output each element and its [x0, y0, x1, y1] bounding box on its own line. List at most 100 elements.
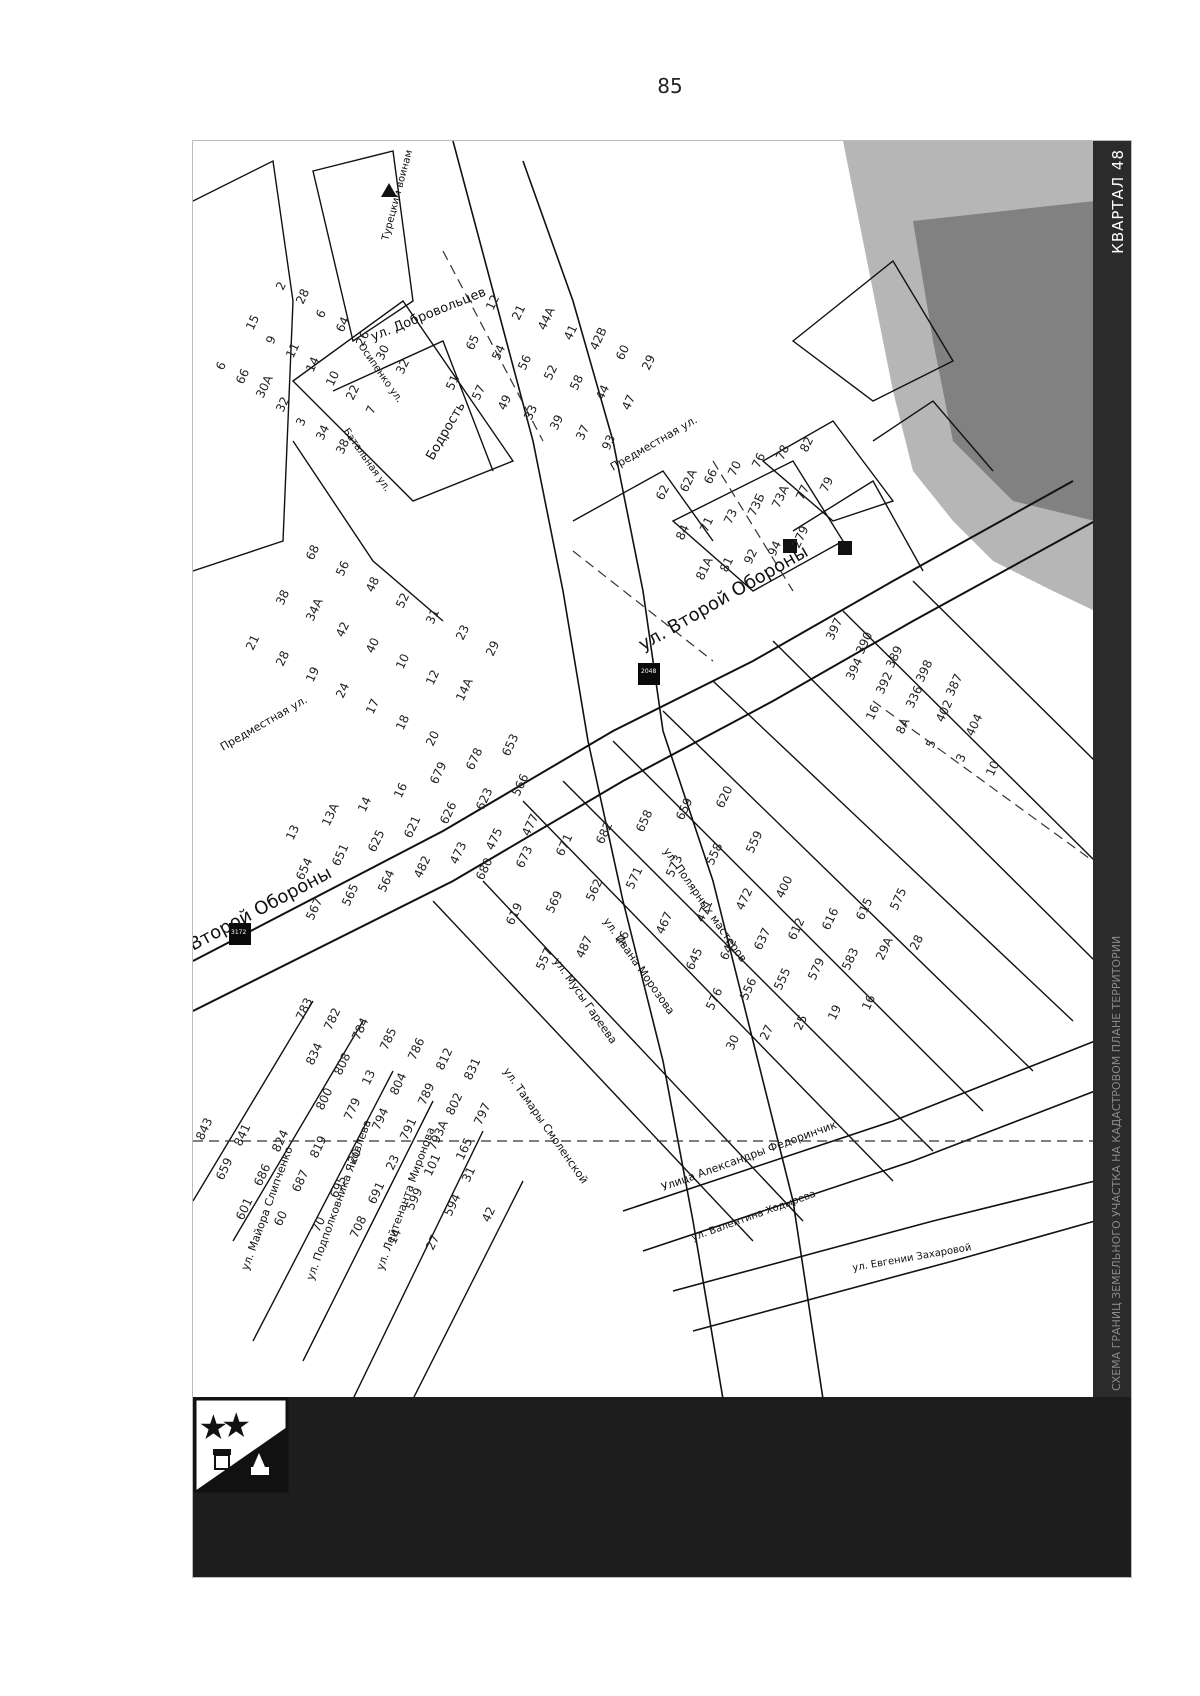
house-number-label: 18 [393, 713, 412, 733]
house-number-label: 679 [427, 760, 449, 787]
house-number-label: 558 [703, 841, 725, 868]
house-number-label: 37 [573, 423, 592, 443]
house-number-label: 28 [907, 933, 926, 953]
house-number-label: 682 [593, 820, 615, 847]
house-number-label: 66 [701, 467, 720, 487]
house-number-label: 789 [415, 1081, 437, 1108]
monument-icon [381, 183, 397, 197]
house-number-label: 29 [483, 639, 502, 659]
house-number-label: 783 [293, 996, 315, 1023]
house-number-label: 15 [243, 313, 262, 333]
house-number-label: 621 [401, 814, 423, 841]
street-label-tamary-smolenskoy: ул. Тамары Смоленской [501, 1065, 591, 1186]
footer-band [193, 1397, 1131, 1577]
house-number-label: 831 [461, 1056, 483, 1083]
house-number-label: 616 [819, 906, 841, 933]
house-number-label: 467 [653, 910, 675, 937]
house-number-label: 42В [587, 325, 610, 352]
house-number-label: 54 [489, 343, 508, 363]
house-number-label: 32 [273, 395, 292, 415]
house-number-label: 44А [535, 304, 558, 332]
marker-2048-label: 2048 [641, 668, 656, 675]
house-number-label: 392 [873, 670, 895, 697]
house-number-label: 19 [825, 1003, 844, 1023]
house-number-label: 73А [769, 482, 792, 510]
house-number-label: 32 [393, 357, 412, 377]
house-number-label: 26 [353, 329, 372, 349]
house-number-label: 658 [633, 808, 655, 835]
house-number-label: 389 [883, 644, 905, 671]
house-number-label: 27 [423, 1233, 442, 1253]
house-number-label: 16 [859, 993, 878, 1013]
street-label-evgenii-zaharovoi: ул. Евгении Захаровой [852, 1242, 973, 1274]
house-number-label: 620 [713, 784, 735, 811]
house-number-label: 60 [613, 343, 632, 363]
house-number-label: 38 [273, 588, 292, 608]
house-number-label: 30 [723, 1033, 742, 1053]
house-number-label: 786 [405, 1036, 427, 1063]
house-number-label: 653 [499, 732, 521, 759]
house-number-label: 13А [319, 800, 342, 828]
house-number-label: 62 [653, 483, 672, 503]
house-number-label: 566 [509, 772, 531, 799]
house-number-label: 76 [749, 451, 768, 471]
house-number-label: 9 [263, 333, 279, 346]
house-number-label: 10 [393, 652, 412, 672]
house-number-label: 30А [253, 372, 276, 400]
house-number-label: 57 [469, 383, 488, 403]
house-number-label: 20 [423, 729, 442, 749]
house-number-label: 68 [303, 543, 322, 563]
house-number-label: 16 [863, 703, 882, 723]
house-number-label: 659 [213, 1156, 235, 1183]
quarter-title: КВАРТАЛ 48 [1109, 149, 1127, 254]
house-number-label: 12 [423, 668, 442, 688]
house-number-label: 56 [333, 559, 352, 579]
house-number-label: 82 [797, 435, 816, 455]
house-number-label: 812 [433, 1046, 455, 1073]
house-number-label: 784 [349, 1016, 371, 1043]
house-number-label: 42 [479, 1205, 498, 1225]
house-number-label: 387 [943, 672, 965, 699]
house-number-label: 10 [323, 369, 342, 389]
house-number-label: 92 [741, 547, 760, 567]
house-number-label: 472 [733, 886, 755, 913]
house-number-label: 77 [793, 483, 812, 503]
house-number-label: 475 [483, 826, 505, 853]
house-number-label: 14А [453, 675, 476, 703]
house-number-label: 31 [459, 1165, 478, 1185]
house-number-label: 60 [271, 1209, 290, 1229]
house-number-label: 336 [903, 684, 925, 711]
house-number-label: 70 [725, 459, 744, 479]
house-number-label: 782 [321, 1006, 343, 1033]
house-number-label: 71 [697, 515, 716, 535]
house-number-label: 73 [721, 507, 740, 527]
house-number-label: 398 [913, 658, 935, 685]
house-number-label: 48 [363, 575, 382, 595]
house-number-label: 20 [345, 1147, 364, 1167]
house-number-label: 33 [521, 403, 540, 423]
house-number-label: 14 [303, 355, 322, 375]
street-label-bodrost: Бодрость [423, 400, 468, 463]
house-number-label: 404 [963, 712, 985, 739]
house-number-label: 819 [307, 1134, 329, 1161]
house-number-label: 579 [805, 956, 827, 983]
house-number-label: 73Б [745, 491, 768, 518]
house-number-label: 66 [233, 367, 252, 387]
city-emblem-icon [193, 1397, 289, 1493]
house-number-label: 38 [333, 437, 352, 457]
house-number-label: 7 [363, 403, 379, 416]
house-number-label: 17 [363, 697, 382, 717]
house-number-label: 625 [365, 828, 387, 855]
street-label-predmestnaya-2: Предместная ул. [218, 693, 310, 753]
house-number-label: 645 [683, 946, 705, 973]
house-number-label: 565 [339, 882, 361, 909]
house-number-label: 623 [473, 786, 495, 813]
house-number-label: 800 [313, 1086, 335, 1113]
house-number-label: 42 [333, 620, 352, 640]
house-number-label: 78 [773, 443, 792, 463]
house-number-label: 2 [273, 279, 289, 292]
house-number-label: 567 [303, 896, 325, 923]
house-number-label: 30 [373, 343, 392, 363]
house-number-label: 29А [873, 934, 896, 962]
house-number-label: 557 [533, 946, 555, 973]
